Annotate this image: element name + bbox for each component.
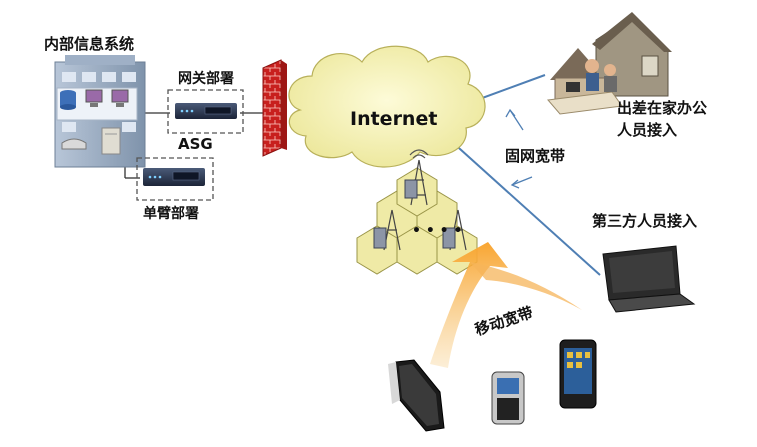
- asg-label: ASG: [178, 135, 213, 153]
- single-arm-asg-device-icon: [143, 168, 205, 186]
- firewall-icon: [262, 59, 287, 157]
- gateway-deploy-label: 网关部署: [178, 71, 234, 87]
- mobile-broadband-arrow: [430, 242, 582, 368]
- fixed-broadband-label: 固网宽带: [505, 147, 566, 165]
- gateway-asg-device-icon: [175, 103, 237, 119]
- single-arm-deploy-box: [136, 157, 214, 201]
- tablet-icon: [388, 359, 445, 432]
- gateway-deploy-box: [167, 89, 244, 134]
- smartphone-icon: [559, 339, 597, 409]
- telephone-icon: [61, 138, 87, 150]
- office-building-icon: [54, 55, 146, 168]
- server-tower-icon: [101, 127, 121, 155]
- single-arm-deploy-label: 单臂部署: [143, 206, 199, 222]
- feature-phone-icon: [491, 371, 525, 425]
- base-station-cabinet-icon: [373, 179, 456, 249]
- internal-system-label: 内部信息系统: [44, 35, 135, 53]
- home-office-house-icon: [547, 12, 672, 115]
- database-icon: [60, 90, 76, 110]
- computer-icon: [85, 89, 129, 107]
- home-office-label: 出差在家办公 人员接入: [617, 99, 708, 139]
- fixed-broadband-arrows: [505, 108, 533, 189]
- internet-label: Internet: [350, 108, 438, 130]
- internet-cloud-icon: [288, 45, 486, 168]
- laptop-icon: [602, 245, 696, 313]
- cells-ellipsis: • • • •: [412, 223, 462, 239]
- third-party-label: 第三方人员接入: [592, 212, 698, 230]
